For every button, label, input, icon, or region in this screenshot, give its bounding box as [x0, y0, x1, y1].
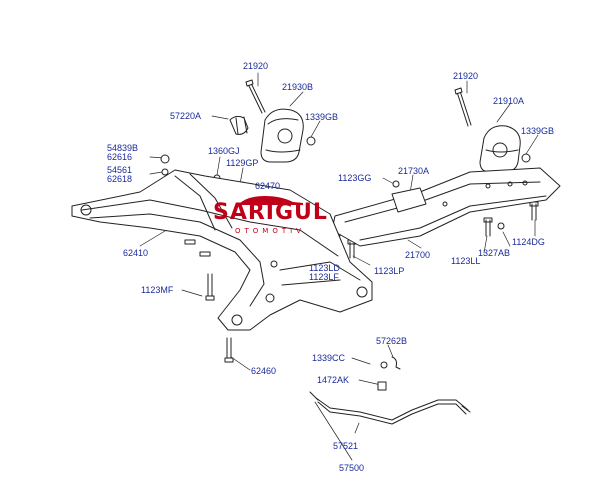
- part-label-1124dg: 1124DG: [512, 237, 545, 247]
- part-label-57521: 57521: [333, 441, 359, 451]
- hose-assembly: [309, 356, 471, 425]
- part-label-57500: 57500: [339, 463, 365, 473]
- part-label-57262b: 57262B: [376, 336, 408, 346]
- part-label-1339gb-front: 1339GB: [305, 112, 339, 122]
- part-label-1339cc: 1339CC: [312, 353, 346, 363]
- crossmember-bracket: [331, 167, 561, 247]
- part-label-1360gj: 1360GJ: [208, 146, 240, 156]
- part-label-1123ld: 1123LD: [309, 263, 340, 273]
- part-label-1339gb-rear: 1339GB: [521, 126, 555, 136]
- part-label-57220a: 57220A: [170, 111, 202, 121]
- watermark-logo: SARIGUL OTOMOTIV: [213, 196, 333, 246]
- front-engine-mount: [229, 108, 304, 163]
- subframe: [71, 169, 373, 331]
- part-label-62470: 62470: [255, 181, 281, 191]
- watermark-tagline: OTOMOTIV: [235, 227, 305, 235]
- part-label-1123lp: 1123LP: [374, 266, 405, 276]
- part-label-21920-front: 21920: [243, 61, 269, 71]
- part-label-62410: 62410: [123, 248, 149, 258]
- part-label-21930b: 21930B: [282, 82, 314, 92]
- part-label-1123mf: 1123MF: [141, 285, 174, 295]
- part-label-21730a: 21730A: [398, 166, 430, 176]
- leader-lines: [139, 72, 539, 461]
- part-label-62460: 62460: [251, 366, 277, 376]
- part-label-21910a: 21910A: [493, 96, 525, 106]
- part-label-62618: 62618: [107, 174, 133, 184]
- watermark-brand: SARIGUL: [213, 200, 328, 225]
- rear-engine-mount: [479, 125, 521, 173]
- part-label-21700: 21700: [405, 250, 431, 260]
- part-label-1472ak: 1472AK: [317, 375, 350, 385]
- part-label-54561: 54561: [107, 165, 133, 175]
- part-label-1129gp: 1129GP: [226, 158, 259, 168]
- part-label-54839b: 54839B: [107, 143, 139, 153]
- part-label-21920-rear: 21920: [453, 71, 479, 81]
- part-label-1327ab: 1327AB: [478, 248, 511, 258]
- car-silhouette-icon: [239, 196, 303, 205]
- part-label-1123lf: 1123LF: [309, 272, 339, 282]
- part-label-62616: 62616: [107, 152, 133, 162]
- part-label-1123ll: 1123LL: [451, 256, 481, 266]
- part-label-1123gg: 1123GG: [338, 173, 372, 183]
